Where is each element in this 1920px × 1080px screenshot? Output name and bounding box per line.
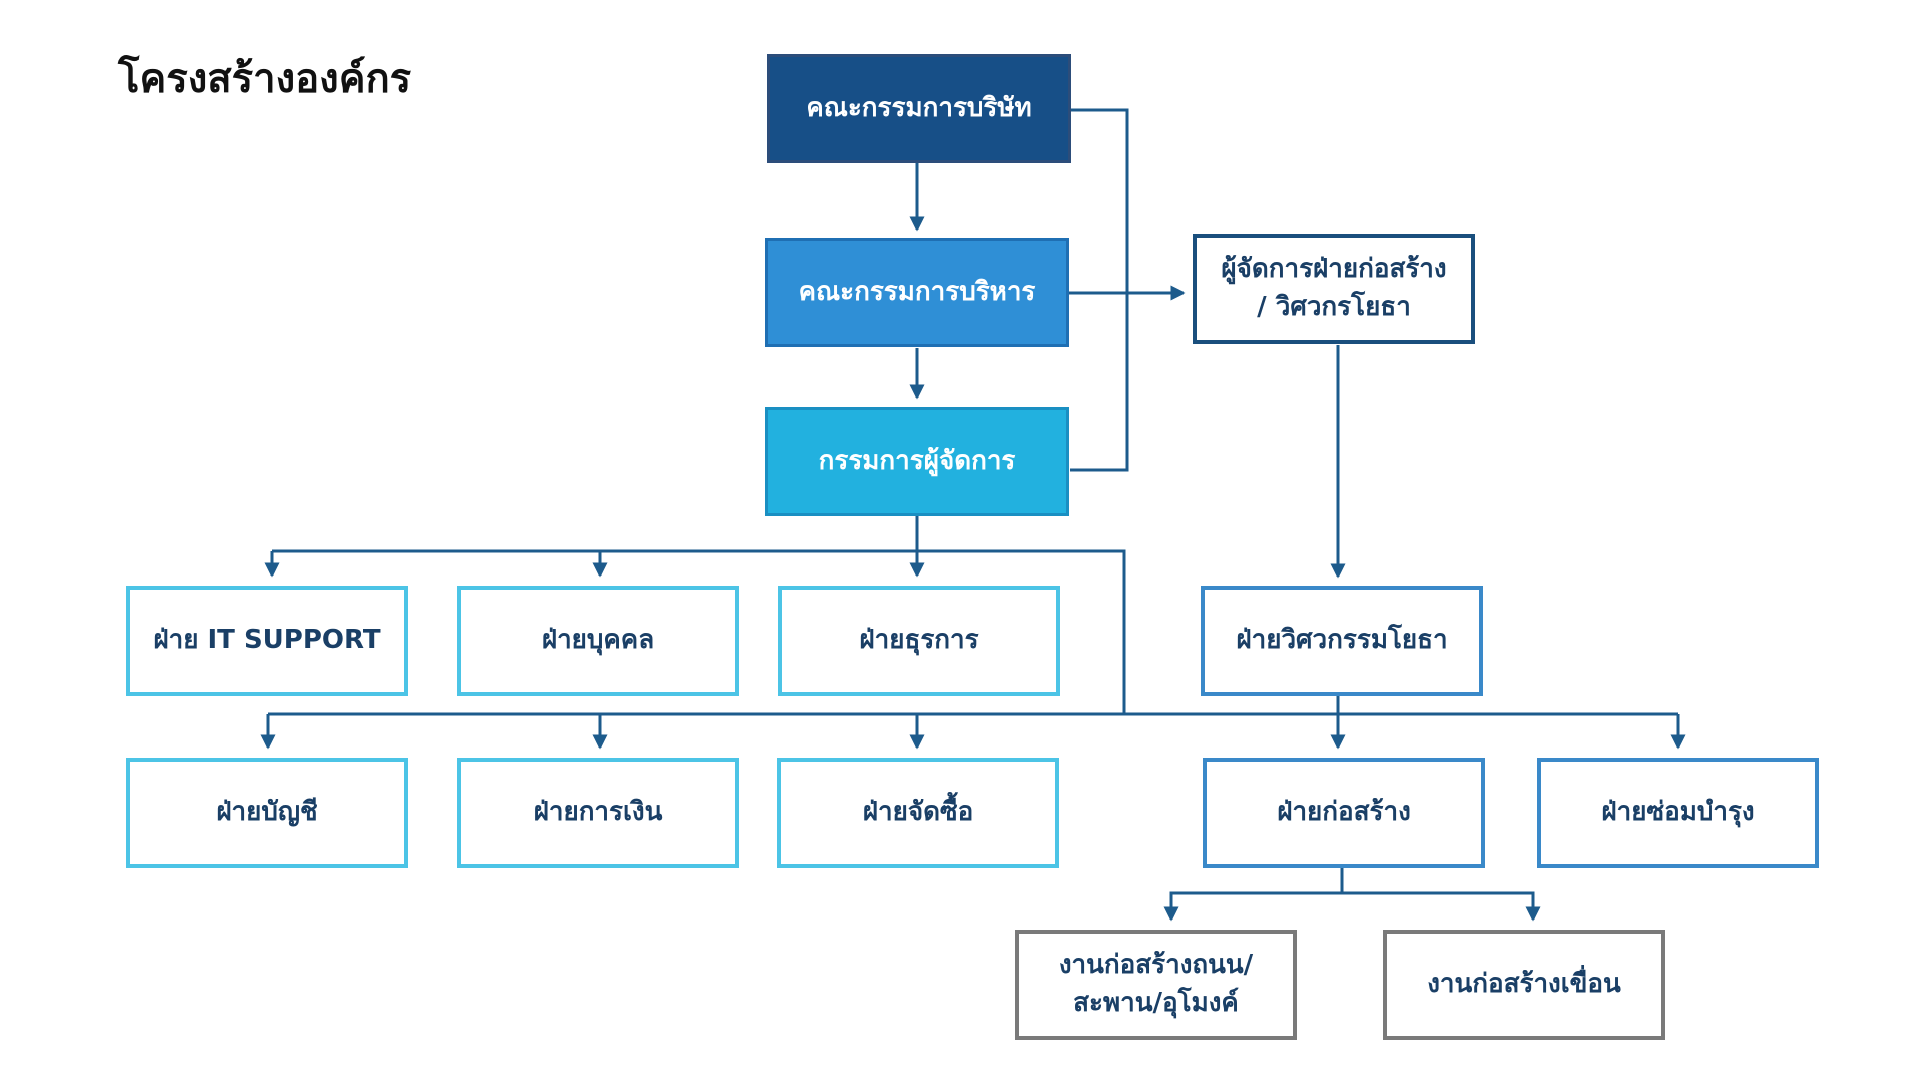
executive-committee-box: คณะกรรมการบริหาร xyxy=(765,238,1069,347)
construction-manager-box: ผู้จัดการฝ่ายก่อสร้าง / วิศวกรโยธา xyxy=(1193,234,1475,344)
construction-manager-label: ผู้จัดการฝ่ายก่อสร้าง / วิศวกรโยธา xyxy=(1221,254,1447,322)
connector-construction-sub xyxy=(1163,867,1344,922)
dam-label: งานก่อสร้างเขื่อน xyxy=(1427,969,1621,1000)
finance-label: ฝ่ายการเงิน xyxy=(533,797,663,828)
construction-label: ฝ่ายก่อสร้าง xyxy=(1277,797,1411,828)
accounting-box: ฝ่ายบัญชี xyxy=(126,758,408,868)
page-title: โครงสร้างองค์กร xyxy=(118,56,412,102)
admin-label: ฝ่ายธุรการ xyxy=(859,625,979,656)
executive-committee-label: คณะกรรมการบริหาร xyxy=(798,276,1036,307)
managing-director-label: กรรมการผู้จัดการ xyxy=(818,445,1016,476)
managing-director-box: กรรมการผู้จัดการ xyxy=(765,407,1069,516)
dam-box: งานก่อสร้างเขื่อน xyxy=(1383,930,1665,1040)
hr-label: ฝ่ายบุคคล xyxy=(541,625,655,656)
procurement-box: ฝ่ายจัดซื้อ xyxy=(777,758,1059,868)
road-bridge-tunnel-box: งานก่อสร้างถนน/ สะพาน/อุโมงค์ xyxy=(1015,930,1297,1040)
admin-box: ฝ่ายธุรการ xyxy=(778,586,1060,696)
it-support-box: ฝ่าย IT SUPPORT xyxy=(126,586,408,696)
maintenance-box: ฝ่ายซ่อมบำรุง xyxy=(1537,758,1819,868)
connector-board-md-bracket xyxy=(1070,108,1129,472)
procurement-label: ฝ่ายจัดซื้อ xyxy=(862,797,974,828)
hr-box: ฝ่ายบุคคล xyxy=(457,586,739,696)
construction-box: ฝ่ายก่อสร้าง xyxy=(1203,758,1485,868)
row1-bus xyxy=(272,549,1126,714)
it-support-label: ฝ่าย IT SUPPORT xyxy=(153,625,381,656)
board-of-directors-box: คณะกรรมการบริษัท xyxy=(767,54,1071,163)
board-of-directors-label: คณะกรรมการบริษัท xyxy=(806,92,1032,123)
maintenance-label: ฝ่ายซ่อมบำรุง xyxy=(1601,797,1755,828)
civil-engineering-box: ฝ่ายวิศวกรรมโยธา xyxy=(1201,586,1483,696)
accounting-label: ฝ่ายบัญชี xyxy=(216,797,318,828)
finance-box: ฝ่ายการเงิน xyxy=(457,758,739,868)
road-bridge-tunnel-label: งานก่อสร้างถนน/ สะพาน/อุโมงค์ xyxy=(1058,950,1254,1018)
civil-engineering-label: ฝ่ายวิศวกรรมโยธา xyxy=(1236,625,1448,656)
connector-construction-dam xyxy=(1342,891,1541,922)
